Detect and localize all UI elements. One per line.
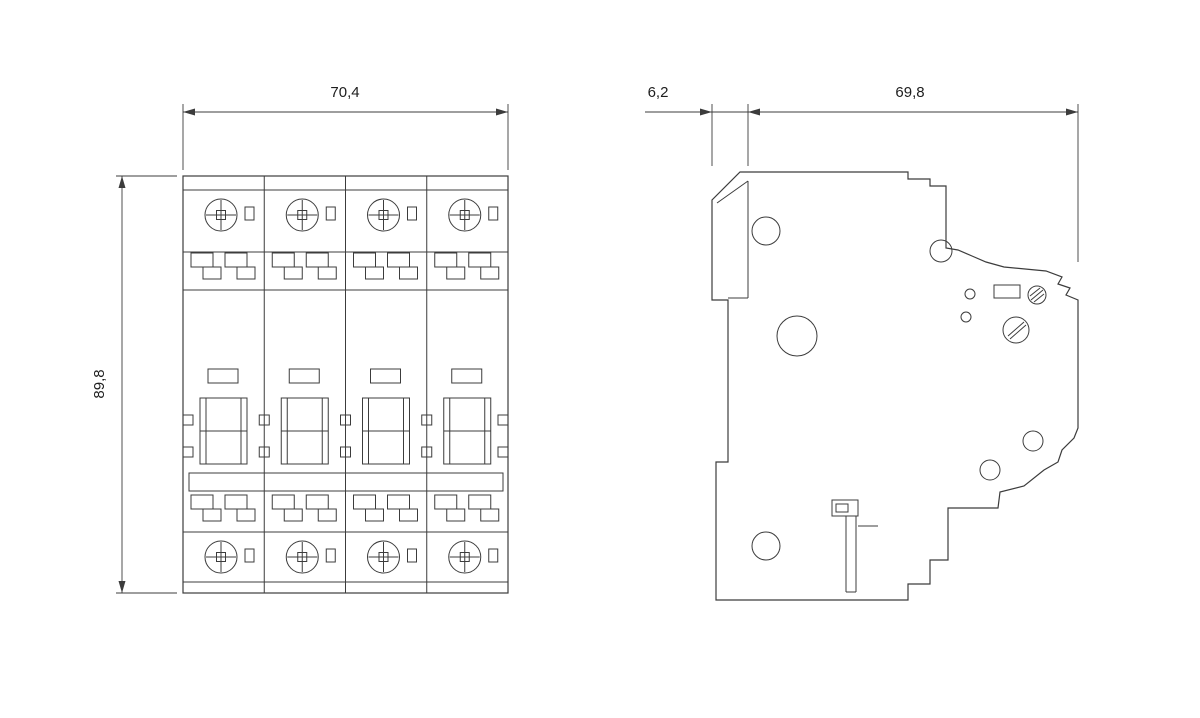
lever-assembly [831,499,878,593]
dimension-label-side-offset: 6,2 [648,84,669,101]
dimension-side-depth: 69,8 [748,84,1079,262]
pole-2 [272,199,336,573]
dimension-label-front-width: 70,4 [330,84,359,101]
dimension-label-front-height: 89,8 [91,369,108,398]
dimension-front-width: 70,4 [182,84,509,170]
terminal-screw-slotted [1002,316,1030,344]
terminal-screw-hatched [1027,285,1047,305]
side-view-drawing [711,171,1079,601]
pole-1 [191,199,255,573]
dimension-label-side-depth: 69,8 [895,84,924,101]
dimension-side-offset: 6,2 [645,84,749,166]
pole-4 [435,199,499,573]
dimension-front-height: 89,8 [91,175,177,594]
pole-3 [354,199,418,573]
divider-rivets [182,414,509,458]
front-view-drawing [182,175,509,594]
